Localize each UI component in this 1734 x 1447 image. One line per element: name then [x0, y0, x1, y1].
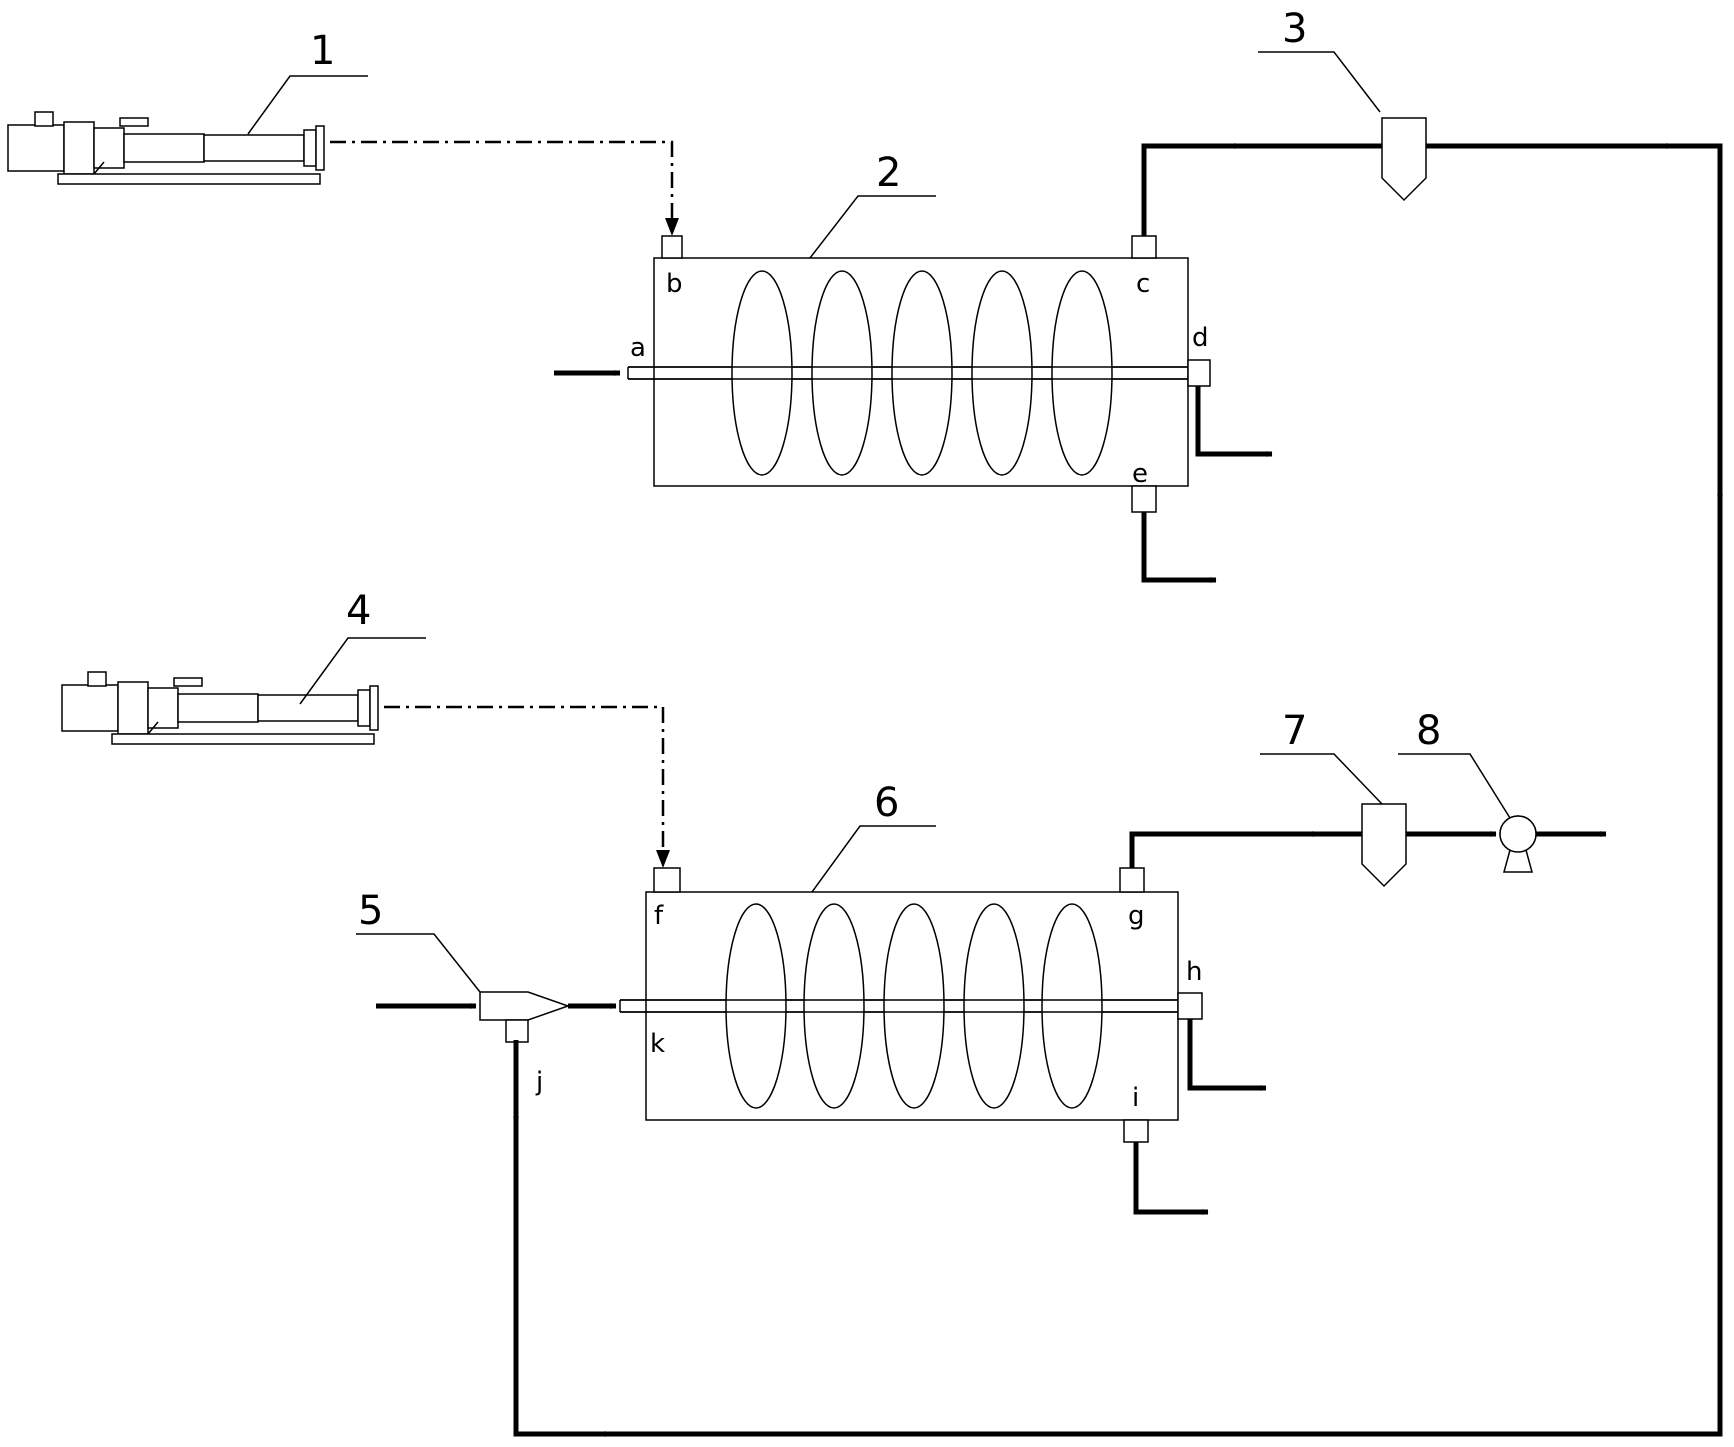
- port-d: d: [1192, 323, 1209, 353]
- port-f: f: [654, 901, 664, 931]
- leader-8: [1398, 753, 1511, 819]
- leader-4: [299, 637, 426, 705]
- outlet-e-line: [1141, 512, 1217, 583]
- label-6: 6: [874, 780, 899, 826]
- leader-3: [1258, 51, 1381, 113]
- leader-7: [1260, 753, 1383, 805]
- label-2: 2: [876, 150, 901, 196]
- port-j: j: [535, 1067, 543, 1097]
- label-4: 4: [346, 588, 371, 634]
- label-8: 8: [1416, 708, 1441, 754]
- port-a: a: [630, 333, 646, 363]
- feed-line-1: [330, 140, 674, 228]
- screw-pump-1: [7, 111, 325, 185]
- outlet-i-line: [1133, 1142, 1209, 1215]
- port-b: b: [666, 269, 683, 299]
- line-g-to-7: [1129, 831, 1362, 868]
- label-5: 5: [358, 888, 383, 934]
- label-3: 3: [1282, 6, 1307, 52]
- mixer-5: [479, 991, 571, 1043]
- separator-7: [1361, 803, 1407, 888]
- leader-5: [356, 933, 481, 993]
- leader-2: [809, 195, 936, 259]
- leader-6: [811, 825, 936, 893]
- port-c: c: [1136, 269, 1150, 299]
- label-7: 7: [1282, 708, 1307, 754]
- leader-1: [247, 75, 368, 135]
- separator-3: [1381, 117, 1427, 202]
- port-k: k: [650, 1029, 665, 1059]
- port-i: i: [1132, 1083, 1139, 1113]
- outlet-h-line: [1187, 1019, 1267, 1091]
- port-e: e: [1132, 459, 1148, 489]
- outlet-d-line: [1195, 386, 1273, 457]
- pump-8: [1499, 815, 1537, 873]
- reactor-2: [627, 235, 1211, 513]
- feed-line-4: [384, 705, 665, 860]
- reactor-6: [619, 867, 1203, 1143]
- port-h: h: [1186, 957, 1202, 987]
- port-g: g: [1128, 901, 1145, 931]
- line-c-to-3: [1141, 143, 1382, 236]
- screw-pump-4: [61, 671, 379, 745]
- label-1: 1: [310, 28, 335, 74]
